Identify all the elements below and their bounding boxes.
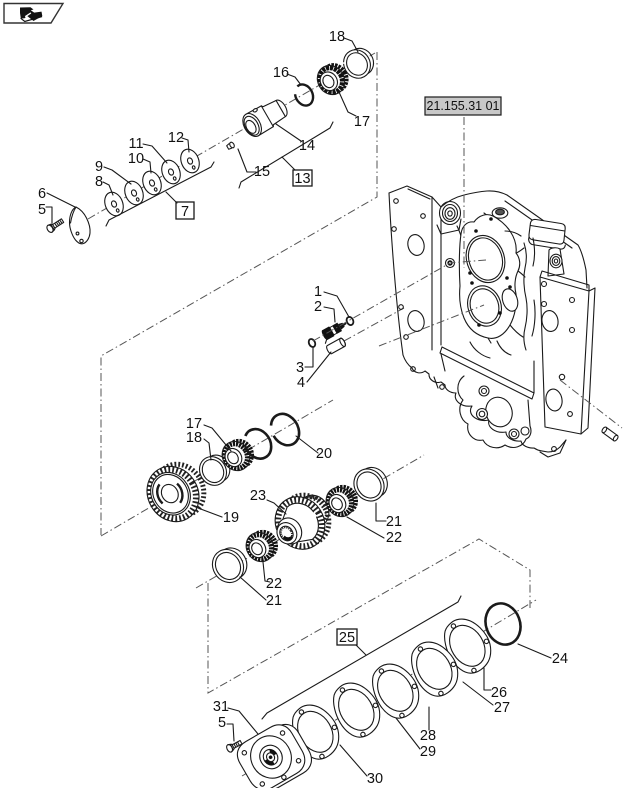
svg-text:21.155.31 01: 21.155.31 01	[427, 99, 500, 113]
svg-text:17: 17	[354, 114, 370, 130]
svg-text:19: 19	[223, 510, 239, 526]
svg-text:6: 6	[38, 186, 46, 202]
svg-text:5: 5	[218, 715, 226, 731]
svg-text:17: 17	[186, 416, 202, 432]
svg-text:23: 23	[250, 488, 266, 504]
svg-text:25: 25	[339, 630, 355, 646]
svg-text:20: 20	[316, 446, 332, 462]
svg-text:29: 29	[420, 744, 436, 760]
svg-text:15: 15	[254, 164, 270, 180]
svg-text:22: 22	[386, 530, 402, 546]
svg-text:27: 27	[494, 700, 510, 716]
svg-text:16: 16	[273, 65, 289, 81]
svg-text:11: 11	[128, 136, 143, 152]
svg-text:10: 10	[128, 151, 144, 167]
svg-text:8: 8	[95, 174, 103, 190]
svg-text:18: 18	[329, 29, 345, 45]
svg-text:24: 24	[552, 651, 568, 667]
svg-text:12: 12	[168, 130, 184, 146]
svg-text:13: 13	[294, 171, 310, 187]
svg-text:9: 9	[95, 159, 103, 175]
svg-text:18: 18	[186, 430, 202, 446]
svg-text:4: 4	[297, 375, 305, 391]
svg-text:30: 30	[367, 771, 383, 787]
svg-text:21: 21	[386, 514, 402, 530]
svg-text:31: 31	[213, 699, 229, 715]
svg-text:2: 2	[314, 299, 322, 315]
svg-text:26: 26	[491, 685, 507, 701]
svg-text:21: 21	[266, 593, 282, 609]
svg-text:1: 1	[314, 284, 322, 300]
svg-text:28: 28	[420, 728, 436, 744]
svg-text:3: 3	[296, 360, 304, 376]
svg-text:22: 22	[266, 576, 282, 592]
svg-text:14: 14	[299, 138, 315, 154]
svg-text:7: 7	[181, 204, 189, 220]
svg-text:5: 5	[38, 202, 46, 218]
